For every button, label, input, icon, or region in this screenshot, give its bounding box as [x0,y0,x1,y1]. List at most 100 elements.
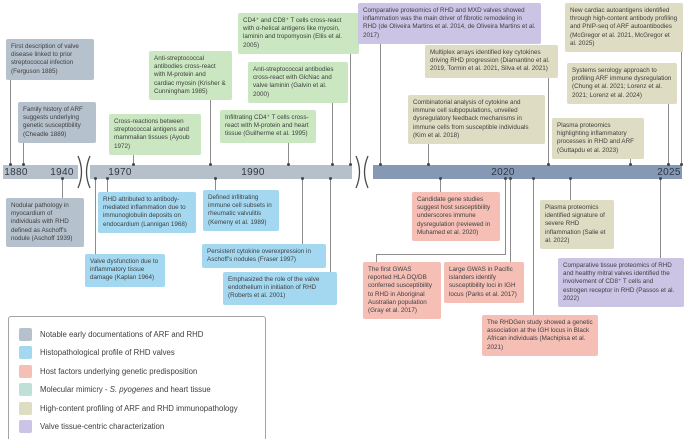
event-connector [510,178,511,271]
event-box-passos: Comparative tissue proteomics of RHD and… [558,258,684,307]
event-connector [107,178,108,201]
legend-item-histo: Histopathological profile of RHD valves [19,344,255,363]
event-box-gray2017: The first GWAS reported HLA DQ/DB confer… [363,262,441,320]
event-dot [349,163,352,166]
event-dot [301,177,304,180]
timeline-break-icon [347,154,377,195]
event-connector [330,178,331,281]
event-dot [9,163,12,166]
timeline-year-label: 1990 [241,167,265,178]
event-dot [22,163,25,166]
event-connector [668,71,669,166]
event-connector [533,178,534,324]
legend: Notable early documentations of ARF and … [8,316,266,439]
timeline-year-label: 2025 [657,167,681,178]
legend-swatch-early [19,327,32,341]
event-box-cheadle: Family history of ARF suggests underlyin… [18,102,96,143]
event-dot [331,163,334,166]
event-box-oliveira: Comparative proteomics of RHD and MXD va… [358,3,541,44]
event-box-salie: Plasma proteomics identified signature o… [540,200,614,249]
event-connector [376,254,506,255]
legend-label: Host factors underlying genetic predispo… [40,366,198,376]
event-connector [62,178,63,207]
event-connector [660,178,661,267]
legend-label: High-content profiling of ARF and RHD im… [40,403,238,413]
event-box-ferguson: First description of valve disease linke… [6,39,94,80]
event-box-kaplan: Valve dysfunction due to inflammatory ti… [85,254,165,287]
event-connector [350,21,351,166]
event-connector [681,11,682,166]
event-box-parks: Large GWAS in Pacific islanders identify… [444,262,524,303]
event-connector [302,178,303,253]
legend-swatch-histo [19,346,32,360]
event-box-machipisa: The RHDGen study showed a genetic associ… [482,315,598,356]
event-connector [210,59,211,166]
event-connector [440,178,441,201]
event-dot [680,163,683,166]
event-box-kemeny: Defined infiltrating immune cell subsets… [203,190,279,231]
event-dot [61,177,64,180]
event-box-multiplex: Multiplex arrays identified key cytokine… [425,45,558,78]
legend-item-host: Host factors underlying genetic predispo… [19,362,255,381]
timeline-bar-segment [3,165,78,179]
event-box-chung: Systems serology approach to profiling A… [567,63,677,104]
legend-item-early: Notable early documentations of ARF and … [19,325,255,344]
legend-label: Notable early documentations of ARF and … [40,329,204,339]
event-box-roberts: Emphasized the role of the valve endothe… [223,272,337,305]
event-dot [209,163,212,166]
timeline-bar-segment [90,165,352,179]
event-box-guilherme: Infiltrating CD4⁺ T cells cross-react wi… [220,110,316,143]
event-connector [10,47,11,166]
event-connector [380,11,381,166]
event-box-ayoub: Cross-reactions between streptococcal an… [109,114,201,155]
event-box-krisher: Anti-streptococcal antibodies cross-reac… [149,51,232,100]
timeline-year-label: 1970 [108,167,132,178]
event-connector [215,178,216,199]
event-dot [629,163,632,166]
legend-swatch-valve [19,420,32,434]
event-dot [569,177,572,180]
event-box-muhamed: Candidate gene studies suggest host susc… [412,192,500,241]
timeline-break-icon [69,154,99,195]
event-dot [547,163,550,166]
event-connector [505,179,506,255]
event-connector [332,70,333,166]
event-dot [287,163,290,166]
legend-item-valve: Valve tissue-centric characterization [19,418,255,437]
event-box-ellis: CD4⁺ and CD8⁺ T cells cross-react with α… [238,13,359,54]
legend-swatch-host [19,364,32,378]
event-box-mcgregor: New cardiac autoantigens identified thro… [565,3,683,52]
legend-label: Molecular mimicry - S. pyogenes and hear… [40,385,211,395]
event-dot [379,163,382,166]
event-dot [439,177,442,180]
event-box-lannigan: RHD attributed to antibody-mediated infl… [98,192,196,233]
legend-label: Valve tissue-centric characterization [40,422,165,432]
timeline-year-label: 1880 [4,167,28,178]
event-dot [132,163,135,166]
event-dot [427,163,430,166]
event-dot [509,177,512,180]
legend-swatch-mimicry [19,383,32,397]
event-box-kim: Combinatorial analysis of cytokine and i… [408,95,545,144]
legend-item-mimicry: Molecular mimicry - S. pyogenes and hear… [19,381,255,400]
legend-label: Histopathological profile of RHD valves [40,348,175,358]
event-dot [106,177,109,180]
event-connector [570,178,571,209]
event-dot [214,177,217,180]
timeline-bar-segment [373,165,682,179]
event-connector [95,178,96,263]
event-dot [667,163,670,166]
event-box-fraser: Persistent cytokine overexpression in As… [202,244,326,269]
event-connector [548,53,549,166]
timeline-year-label: 1940 [50,167,74,178]
event-dot [659,177,662,180]
event-box-galvin: Anti-streptococcal antibodies cross-reac… [248,62,348,103]
timeline-year-label: 2020 [491,167,515,178]
event-dot [94,177,97,180]
event-dot [329,177,332,180]
event-dot [504,177,507,180]
event-box-aschoff: Nodular pathology in myocardium of indiv… [6,198,84,247]
event-dot [532,177,535,180]
legend-swatch-profiling [19,401,32,415]
